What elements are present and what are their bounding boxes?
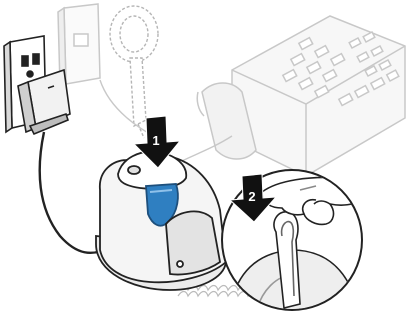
desk-phone-icon xyxy=(197,16,405,176)
step-1-number: 1 xyxy=(152,133,159,148)
step-2-number: 2 xyxy=(248,189,255,204)
charging-base-icon xyxy=(96,152,226,290)
zoom-inset-hand-headset-icon: 2 xyxy=(222,170,362,320)
